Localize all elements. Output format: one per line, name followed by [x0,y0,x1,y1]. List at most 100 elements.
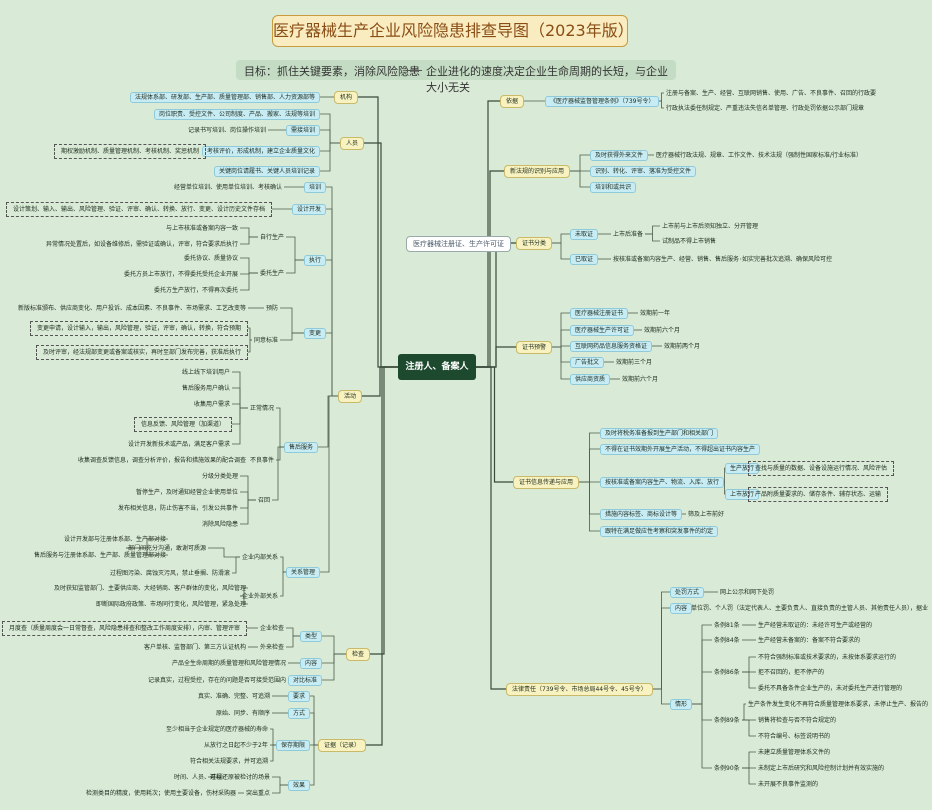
mindmap-node-r6c[interactable]: 情形 [670,698,693,710]
mindmap-node-r6c4b[interactable]: 销售将检查与否不符合规定的 [758,716,837,724]
mindmap-node-r6c5[interactable]: 条例90条 [714,764,740,772]
mindmap-node-r6a1[interactable]: 网上公示和网下处罚 [720,588,775,596]
mindmap-node-r3a0[interactable]: 上市后准备 [613,230,644,238]
mindmap-node-l4[interactable]: 检查 [346,647,371,661]
mindmap-node-l3a1[interactable]: 经营单位培训、使用单位培训、考核确认 [174,183,283,191]
mindmap-node-r4c1[interactable]: 效期前两个月 [664,342,701,350]
mindmap-node-r2[interactable]: 新法规的识别与应用 [504,164,571,178]
mindmap-node-l3e2[interactable]: 不良事件 [250,456,275,464]
mindmap-node-l3b1[interactable]: 设计策划、输入、输出、风险管理、验证、评审、确认、转换、放行、变更、设计历史文件… [6,201,273,217]
mindmap-node-l5b[interactable]: 方式 [288,707,311,719]
mindmap-node-r6c3a[interactable]: 不符合强制标准或技术要求的，未按体系要求运行的 [758,653,897,661]
mindmap-node-l3f2b[interactable]: 即断国际政府政策、市场同行变化，风险管理，紧急处理 [96,600,247,608]
mindmap-node-l4a1a[interactable]: 月度查（质量周度会一日常督查，风险隐患排查和整改工作周度安排），内审、管理评审 [2,620,248,636]
mindmap-node-r3b1[interactable]: 如实完善批次追溯、确保风险可控 [742,255,833,263]
mindmap-node-r5a[interactable]: 及时将税务准备报到生产部门和相关部门 [600,427,719,439]
mindmap-node-r6c3b[interactable]: 拒不召回的，拒不停产的 [758,668,825,676]
mindmap-node-r2b[interactable]: 识别、转化、评审、落准为受控文件 [590,165,697,177]
mindmap-node-l3e3c[interactable]: 发布相关信息，防止伤害不当，引发公共事件 [118,504,239,512]
mindmap-node-r3b0[interactable]: 按核准或备案内容生产、经营、销售、售后服务 [613,255,740,263]
mindmap-node-l2b[interactable]: 需接培训 [286,124,321,136]
mindmap-node-l5a1[interactable]: 真实、准确、完整、可追溯 [198,692,271,700]
mindmap-node-l3c2b[interactable]: 委托方员上市放行，不得委托受托企业开展 [124,270,239,278]
mindmap-node-r3[interactable]: 证书分类 [516,236,553,250]
mindmap-node-l3f1a0[interactable]: 设计开发部与注册体系部、生产部对接 [64,535,167,543]
mindmap-node-l5d2a[interactable]: 检测类目的精度，使用耗次；使用主要设备，伤材采购器 [86,789,237,797]
mindmap-node-r6c1a[interactable]: 生产经营未取证的：未经许可生产或经营的 [758,621,873,629]
mindmap-node-l5[interactable]: 证据（记录） [318,738,367,752]
mindmap-node-l2b1[interactable]: 记录书写培训、岗位操作培训 [188,126,267,134]
mindmap-node-r1a2[interactable]: 行政执法委任制规定、严重违法失信名单管理、行政处罚依据公示部门规章 [666,104,865,112]
mindmap-node-r5b[interactable]: 不得在证书效期外开展生产活动，不得超出证书内容生产 [600,443,761,455]
mindmap-node-l3e3a[interactable]: 分级分类处理 [202,472,239,480]
mindmap-node-l3e1a[interactable]: 线上线下培训用户 [182,368,231,376]
mindmap-node-l4a2a[interactable]: 客户单核、监督部门、第三方认证机构 [144,643,247,651]
mindmap-node-l3b[interactable]: 设计开发 [292,203,327,215]
mindmap-node-l5d1a[interactable]: 时间、人员、过程 [174,773,223,781]
mindmap-node-r2a[interactable]: 及时获得外来文件 [590,149,649,161]
mindmap-node-r6c5a[interactable]: 未建立质量管理体系文件的 [758,748,831,756]
mindmap-node-r5c[interactable]: 按核准或备案内容生产、物流、入库、放行 [600,476,725,488]
mindmap-node-l3f1[interactable]: 企业内部关系 [242,553,279,561]
mindmap-node-l3c1b[interactable]: 异常情况处置后，如设备维修后，需验证或确认，评审，符合要求后执行 [46,240,239,248]
mindmap-node-r5e[interactable]: 跟特在满足做应性考察和突发事件的约定 [600,525,719,537]
mindmap-node-l3e1c[interactable]: 收集用户需求 [194,400,231,408]
mindmap-node-l3f[interactable]: 关系管理 [286,566,321,578]
mindmap-node-l4a1[interactable]: 企业检查 [260,624,285,632]
mindmap-node-l3d1a[interactable]: 新版标准颁布、供应商变化、用户投诉、成本因素、不良事件、市场需求、工艺改变等 [18,304,247,312]
mindmap-node-l3c2c[interactable]: 委托方生产放行，不得再次委托 [154,286,239,294]
mindmap-node-r4e1[interactable]: 效期前六个月 [622,375,659,383]
mindmap-node-l3e1d[interactable]: 信息反馈、风险管理（加渠道） [134,416,233,432]
mindmap-node-l3e[interactable]: 售后服务 [284,441,319,453]
mindmap-node-r1[interactable]: 依据 [500,94,525,108]
mindmap-node-l5c2[interactable]: 从放行之日起不少于2年 [204,741,268,749]
mindmap-node-r3a[interactable]: 未取证 [570,228,599,240]
mindmap-node-r3a1[interactable]: 上市前与上市后须知独立、分开管理 [662,222,759,230]
mindmap-node-r4b1[interactable]: 效期前六个月 [644,326,681,334]
mindmap-node-r6c1[interactable]: 条例81条 [714,621,740,629]
mindmap-node-l3e2a[interactable]: 收集调查反馈信息，调查分析评价，报告和措施效果的配合调查 [78,456,247,464]
mindmap-node-l5d[interactable]: 效果 [288,779,311,791]
mindmap-node-r5c2a[interactable]: 产品附质量要求的、储存条件、辅存状态、运输 [748,486,889,502]
mindmap-node-l3c2[interactable]: 委托生产 [260,269,285,277]
mindmap-node-l3d1[interactable]: 预防 [266,304,279,312]
mindmap-node-r6c3[interactable]: 条例86条 [714,668,740,676]
mindmap-node-l3d2b[interactable]: 及时评审，经法规部变更或备案或核实，再时至部门发布完善，获准后执行 [36,344,249,360]
mindmap-node-l3f1b[interactable]: 过程图污染、腐蚀灭污风，禁止垂搁、防滑滚 [110,569,231,577]
mindmap-node-r1a[interactable]: 《医疗器械监督管理条例》（739号令） [545,95,660,107]
mindmap-node-l5d1[interactable]: 可以还原被检讨的场景 [210,773,271,781]
mindmap-node-r6c5c[interactable]: 未开展不良事件监测的 [758,780,819,788]
mindmap-node-r6c4a[interactable]: 生产条件发生变化不再符合质量管理体系要求，未停止生产、报告的 [748,700,929,708]
mindmap-node-l1[interactable]: 机构 [334,90,359,104]
mindmap-node-r4c[interactable]: 互联网药品信息服务资格证 [570,340,653,352]
mindmap-node-r6c2a[interactable]: 生产经营未备案的：备案不符合要求的 [758,636,861,644]
mindmap-node-l5c1[interactable]: 至少相当于企业规定的医疗器械的寿命 [166,725,269,733]
mindmap-node-r6[interactable]: 法律责任（739号令、市场总局44号令、45号令） [506,682,653,696]
mindmap-node-r6c2[interactable]: 条例84条 [714,636,740,644]
mindmap-node-l3d2[interactable]: 同意标准 [254,336,279,344]
mindmap-node-r3a2[interactable]: 试制品不得上市销售 [662,237,717,245]
mindmap-node-l1a[interactable]: 法规体系部、研发部、生产部、质量管理部、销售部、人力资源部等 [130,91,321,103]
mindmap-node-r6b1[interactable]: 单位罚、个人罚（法定代表人、主要负责人、直接负责的主管人员、其他责任人员），据业 [691,604,929,612]
mindmap-node-r4a[interactable]: 医疗器械注册证书 [570,307,629,319]
mindmap-node-l4b[interactable]: 内容 [300,657,323,669]
mindmap-node-l5c3[interactable]: 符合相关法规要求，并可追溯 [190,757,269,765]
mindmap-node-r4d1[interactable]: 效期前三个月 [616,358,653,366]
mindmap-node-l2[interactable]: 人员 [340,136,365,150]
mindmap-node-l3a[interactable]: 培训 [304,181,327,193]
mindmap-node-l3c1[interactable]: 自行生产 [260,233,285,241]
mindmap-node-r5c1[interactable]: 生产放行 [725,462,760,474]
mindmap-node-l3f2a[interactable]: 及时获知监管部门、主要供应商、大经销商、客户群体的变化，风险管理 [54,584,247,592]
mindmap-node-r5d[interactable]: 措施内容标签、商标设计等 [600,508,683,520]
mindmap-node-l3c1a[interactable]: 与上市核准或备案内容一致 [166,224,239,232]
mindmap-node-r6c4[interactable]: 条例89条 [714,716,740,724]
mindmap-node-l4a2[interactable]: 外来检查 [260,643,285,651]
mindmap-node-r6c5b[interactable]: 未制定上市后研究和风险控制计划并有效实施的 [758,764,885,772]
mindmap-node-r5c1a[interactable]: 查找与质量的数据、设备设施运行情况、风险评估 [748,460,895,476]
mindmap-node-r4d[interactable]: 广告批文 [570,356,605,368]
root-node[interactable]: 注册人、备案人 [398,354,476,380]
mindmap-node-l3c2a[interactable]: 委托协议、质量协议 [184,254,239,262]
mindmap-node-r5[interactable]: 证书信息传递与应用 [513,475,580,489]
mindmap-node-r4a1[interactable]: 效期前一年 [640,309,671,317]
mindmap-node-r1a1[interactable]: 注册与备案、生产、经营、互联网销售、使用、广告、不良事件、召回的行政要 [666,89,877,97]
